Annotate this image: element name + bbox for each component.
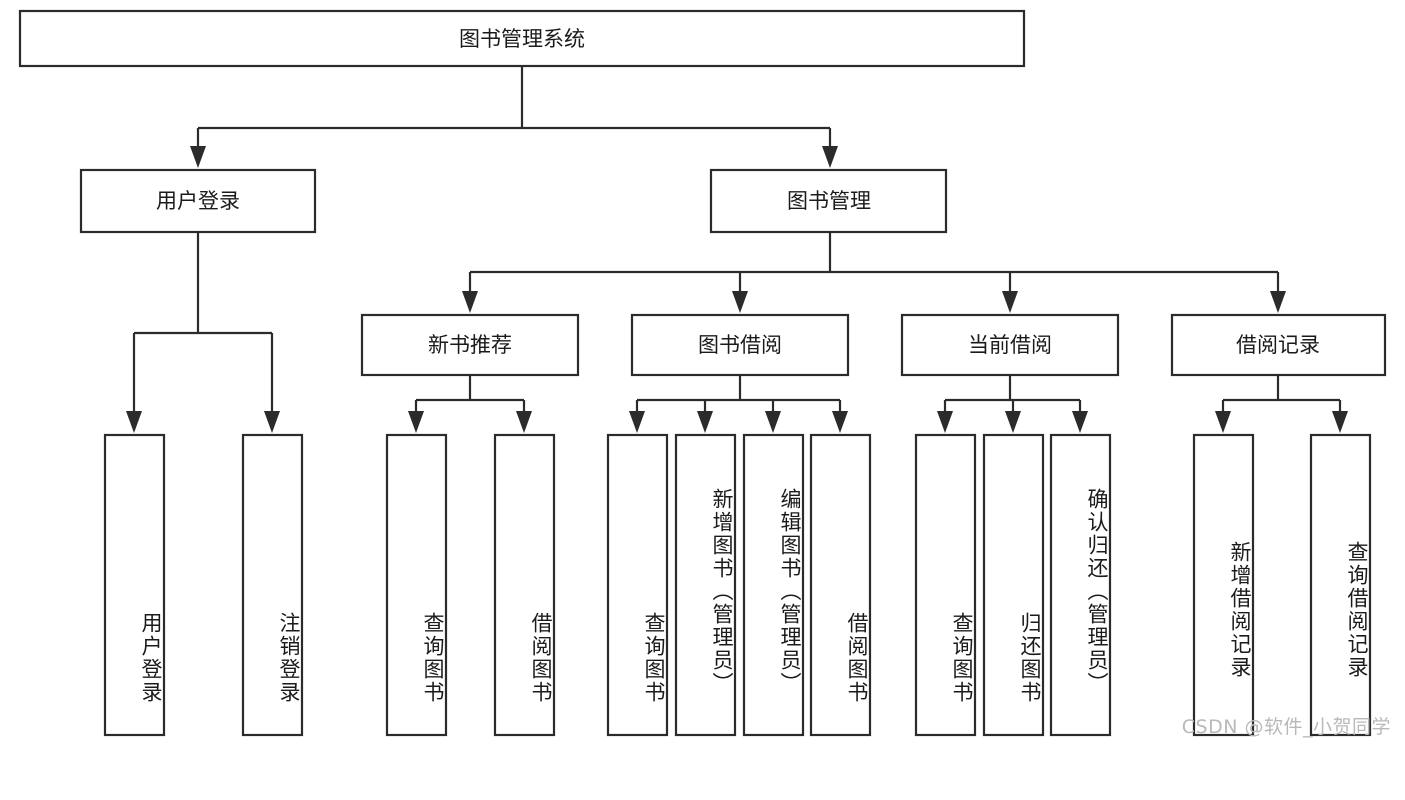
arrowhead-leaf-query-book-1	[408, 411, 424, 433]
csdn-watermark: CSDN @软件_小贺同学	[1181, 716, 1391, 738]
connector-group-borrow-record	[1215, 375, 1348, 433]
node-leaf-query-book-1[interactable]	[385, 433, 448, 737]
node-book-manage-label: 图书管理	[787, 189, 871, 213]
node-leaf-edit-book[interactable]	[742, 433, 805, 737]
connector-group-current-borrow	[937, 375, 1088, 433]
arrowhead-borrow-record	[1270, 291, 1286, 313]
arrowhead-user-login	[190, 146, 206, 168]
arrowhead-leaf-query-record	[1332, 411, 1348, 433]
arrowhead-leaf-query-book-3	[937, 411, 953, 433]
node-leaf-logout-login[interactable]	[241, 433, 304, 737]
node-leaf-query-book-3[interactable]	[914, 433, 977, 737]
connector-group-user-login	[126, 232, 280, 433]
node-leaf-query-record[interactable]	[1309, 433, 1372, 737]
node-current-borrow[interactable]	[900, 313, 1120, 377]
node-root-label: 图书管理系统	[459, 27, 585, 51]
arrowhead-leaf-borrow-book-2	[832, 411, 848, 433]
connector-group-book-borrow	[629, 375, 848, 433]
arrowhead-leaf-user-login	[126, 411, 142, 433]
arrowhead-leaf-return-book	[1005, 411, 1021, 433]
node-book-borrow-label: 图书借阅	[698, 333, 782, 357]
node-current-borrow-label: 当前借阅	[968, 333, 1052, 357]
arrowhead-leaf-borrow-book-1	[516, 411, 532, 433]
arrowhead-book-manage	[822, 146, 838, 168]
arrowhead-leaf-edit-book	[765, 411, 781, 433]
node-leaf-user-login[interactable]	[103, 433, 166, 737]
node-leaf-borrow-book-2[interactable]	[809, 433, 872, 737]
connector-group-root	[190, 66, 838, 168]
node-book-manage[interactable]	[709, 168, 948, 234]
node-new-book-recommend-label: 新书推荐	[428, 333, 512, 357]
node-borrow-record[interactable]	[1170, 313, 1387, 377]
node-leaf-borrow-book-1[interactable]	[493, 433, 556, 737]
node-borrow-record-label: 借阅记录	[1236, 333, 1320, 357]
arrowhead-leaf-query-book-2	[629, 411, 645, 433]
connector-group-book-manage	[462, 232, 1286, 313]
node-user-login-label: 用户登录	[156, 189, 240, 213]
node-leaf-query-book-2[interactable]	[606, 433, 669, 737]
arrowhead-leaf-logout-login	[264, 411, 280, 433]
arrowhead-new-book-recommend	[462, 291, 478, 313]
arrowhead-current-borrow	[1002, 291, 1018, 313]
node-leaf-add-record[interactable]	[1192, 433, 1255, 737]
arrowhead-book-borrow	[732, 291, 748, 313]
connector-group-new-book-recommend	[408, 375, 532, 433]
flowchart-canvas: 图书管理系统 用户登录 图书管理 新书推荐 图书借阅 当前借阅 借阅记录	[18, 9, 1391, 738]
node-user-login[interactable]	[79, 168, 317, 234]
arrowhead-leaf-add-book	[697, 411, 713, 433]
node-new-book-recommend[interactable]	[360, 313, 580, 377]
node-leaf-add-book[interactable]	[674, 433, 737, 737]
flowchart-svg: 图书管理系统 用户登录 图书管理 新书推荐 图书借阅 当前借阅 借阅记录	[18, 9, 1387, 737]
node-root[interactable]	[18, 9, 1026, 68]
node-leaf-return-book[interactable]	[982, 433, 1045, 737]
arrowhead-leaf-add-record	[1215, 411, 1231, 433]
arrowhead-leaf-confirm-return	[1072, 411, 1088, 433]
node-book-borrow[interactable]	[630, 313, 850, 377]
node-leaf-confirm-return[interactable]	[1049, 433, 1112, 737]
